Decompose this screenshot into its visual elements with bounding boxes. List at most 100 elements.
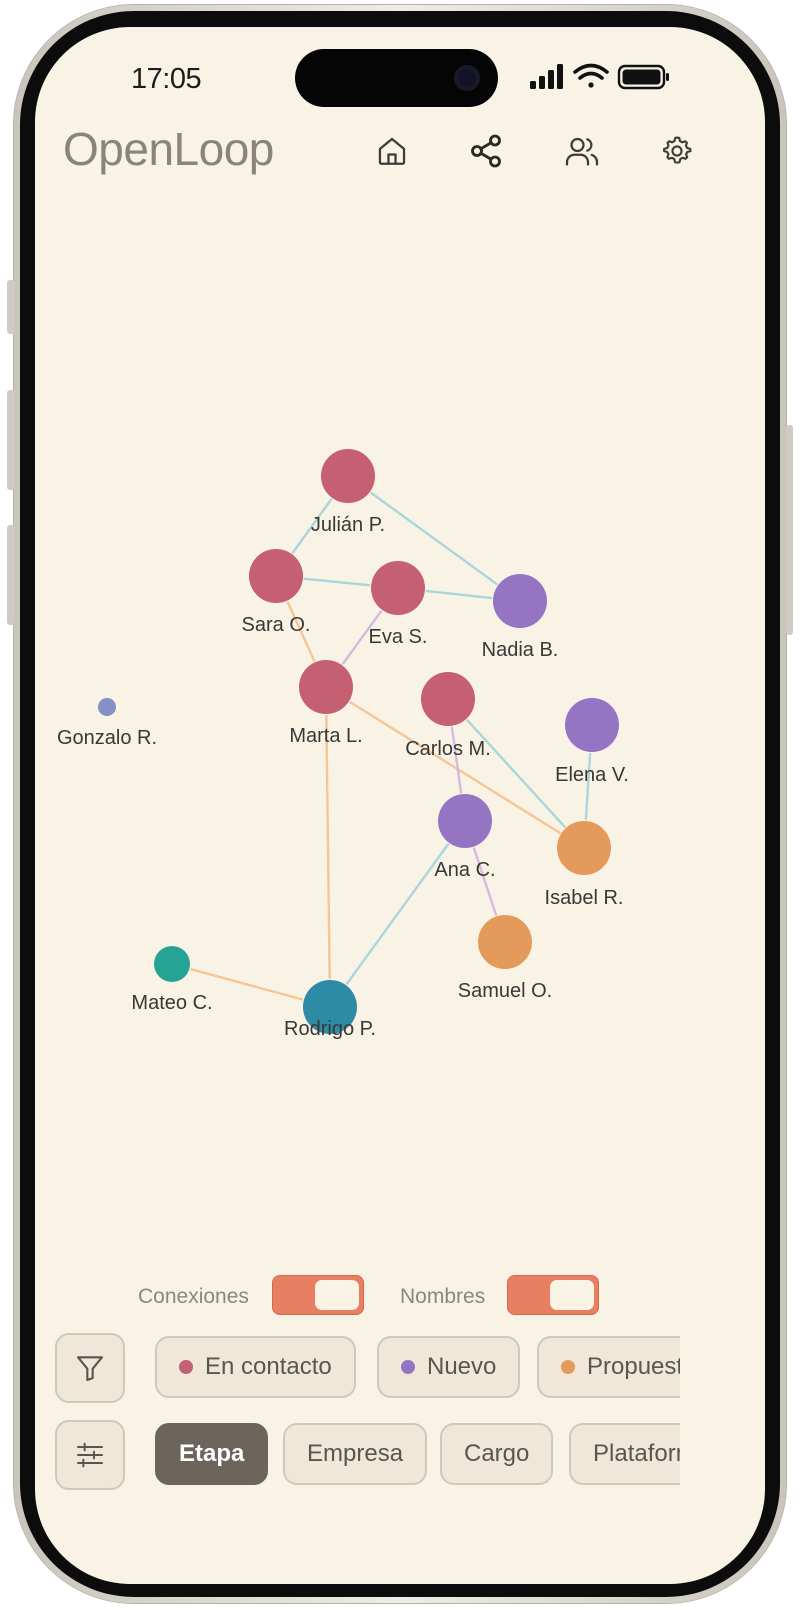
graph-edge	[450, 726, 463, 794]
filter-icon	[76, 1356, 104, 1382]
names-toggle[interactable]	[507, 1275, 599, 1315]
toggle-knob	[315, 1280, 359, 1310]
node-circle[interactable]	[154, 946, 190, 982]
nav-contacts-button[interactable]	[561, 130, 603, 172]
node-circle[interactable]	[493, 574, 547, 628]
graph-node[interactable]: Eva S.	[369, 561, 428, 648]
graph-edge	[466, 719, 566, 828]
node-label: Carlos M.	[405, 738, 491, 760]
node-circle[interactable]	[565, 698, 619, 752]
stage-chip-nuevo[interactable]: Nuevo	[377, 1336, 521, 1398]
graph-node[interactable]: Samuel O.	[458, 915, 552, 1002]
node-circle[interactable]	[299, 660, 353, 714]
stage-chip-label: Propuesta	[587, 1353, 680, 1380]
status-time: 17:05	[131, 63, 202, 95]
graph-node[interactable]: Elena V.	[555, 698, 629, 786]
graph-node[interactable]: Isabel R.	[545, 821, 624, 909]
dynamic-island	[295, 49, 498, 107]
filter-button[interactable]	[55, 1333, 125, 1403]
graph-edge	[425, 589, 493, 600]
node-label: Rodrigo P.	[284, 1018, 376, 1040]
wifi-icon	[573, 63, 609, 88]
graph-node[interactable]: Marta L.	[289, 660, 363, 747]
node-label: Nadia B.	[482, 639, 559, 661]
group-chip-etapa[interactable]: Etapa	[155, 1423, 269, 1485]
share-icon	[471, 134, 501, 168]
node-label: Mateo C.	[131, 992, 212, 1014]
users-icon	[565, 137, 599, 166]
graph-edge	[345, 843, 450, 985]
group-chip-plataforma[interactable]: Plataforma	[569, 1423, 680, 1485]
node-circle[interactable]	[371, 561, 425, 615]
stage-filter-row: En contacto Nuevo Propuesta	[35, 1333, 680, 1403]
graph-edge	[291, 498, 333, 554]
node-circle[interactable]	[249, 549, 303, 603]
node-label: Isabel R.	[545, 887, 624, 909]
graph-node[interactable]: Nadia B.	[482, 574, 559, 661]
node-label: Julián P.	[311, 514, 385, 536]
graph-edges	[190, 491, 592, 1001]
nav-home-button[interactable]	[371, 130, 413, 172]
connections-toggle-label: Conexiones	[138, 1285, 249, 1308]
graph-nodes: Julián P. Sara O. Eva S. Nadia B. Gonzalo R.…	[57, 449, 629, 1040]
graph-edge	[370, 491, 498, 586]
graph-edge	[325, 714, 331, 980]
sliders-icon	[77, 1442, 103, 1468]
network-graph[interactable]: Julián P. Sara O. Eva S. Nadia B. Gonzalo R.…	[35, 27, 765, 1584]
toggle-knob	[550, 1280, 594, 1310]
stage-dot	[561, 1360, 575, 1374]
node-circle[interactable]	[478, 915, 532, 969]
battery-icon	[617, 64, 669, 90]
graph-edge	[190, 968, 304, 1001]
group-by-row: Etapa Empresa Cargo Plataforma	[35, 1420, 680, 1490]
graph-node[interactable]: Rodrigo P.	[284, 980, 376, 1040]
group-chip-cargo[interactable]: Cargo	[440, 1423, 554, 1485]
graph-edge	[286, 601, 316, 662]
node-circle[interactable]	[421, 672, 475, 726]
graph-edge	[584, 752, 592, 821]
node-label: Elena V.	[555, 764, 629, 786]
node-label: Samuel O.	[458, 980, 552, 1002]
signal-icon	[530, 64, 563, 89]
node-label: Gonzalo R.	[57, 727, 157, 749]
node-circle[interactable]	[557, 821, 611, 875]
graph-node[interactable]: Gonzalo R.	[57, 698, 157, 749]
graph-toggles: Conexiones Nombres	[35, 1275, 765, 1317]
stage-chip-en-contacto[interactable]: En contacto	[155, 1336, 356, 1398]
stage-chip-label: Nuevo	[427, 1353, 497, 1380]
graph-edge	[472, 847, 498, 916]
node-circle[interactable]	[438, 794, 492, 848]
app-brand: OpenLoop	[63, 123, 274, 175]
graph-edge	[341, 610, 383, 665]
node-circle[interactable]	[321, 449, 375, 503]
node-label: Ana C.	[434, 859, 495, 881]
node-label: Sara O.	[242, 614, 311, 636]
stage-chip-propuesta[interactable]: Propuesta	[537, 1336, 680, 1398]
graph-edge	[303, 577, 371, 587]
graph-node[interactable]: Carlos M.	[405, 672, 491, 760]
nav-settings-button[interactable]	[656, 130, 698, 172]
group-chip-empresa[interactable]: Empresa	[283, 1423, 428, 1485]
names-toggle-label: Nombres	[400, 1285, 486, 1308]
side-button-silent	[7, 280, 15, 334]
connections-toggle[interactable]	[272, 1275, 364, 1315]
graph-edge	[349, 701, 561, 834]
graph-node[interactable]: Sara O.	[242, 549, 311, 636]
stage-chip-label: En contacto	[205, 1353, 332, 1380]
group-by-button[interactable]	[55, 1420, 125, 1490]
gear-icon	[663, 136, 692, 164]
node-circle[interactable]	[98, 698, 116, 716]
graph-node[interactable]: Julián P.	[311, 449, 385, 536]
stage-dot	[179, 1360, 193, 1374]
nav-network-button[interactable]	[465, 130, 507, 172]
side-button-volume-up	[7, 390, 15, 490]
app-screen: 17:05 OpenLoop	[35, 27, 765, 1584]
node-label: Marta L.	[289, 725, 362, 747]
stage-dot	[401, 1360, 415, 1374]
home-icon	[378, 137, 406, 165]
node-label: Eva S.	[369, 626, 428, 648]
node-circle[interactable]	[303, 980, 357, 1034]
side-button-volume-down	[7, 525, 15, 625]
graph-node[interactable]: Ana C.	[434, 794, 496, 881]
graph-node[interactable]: Mateo C.	[131, 946, 213, 1014]
